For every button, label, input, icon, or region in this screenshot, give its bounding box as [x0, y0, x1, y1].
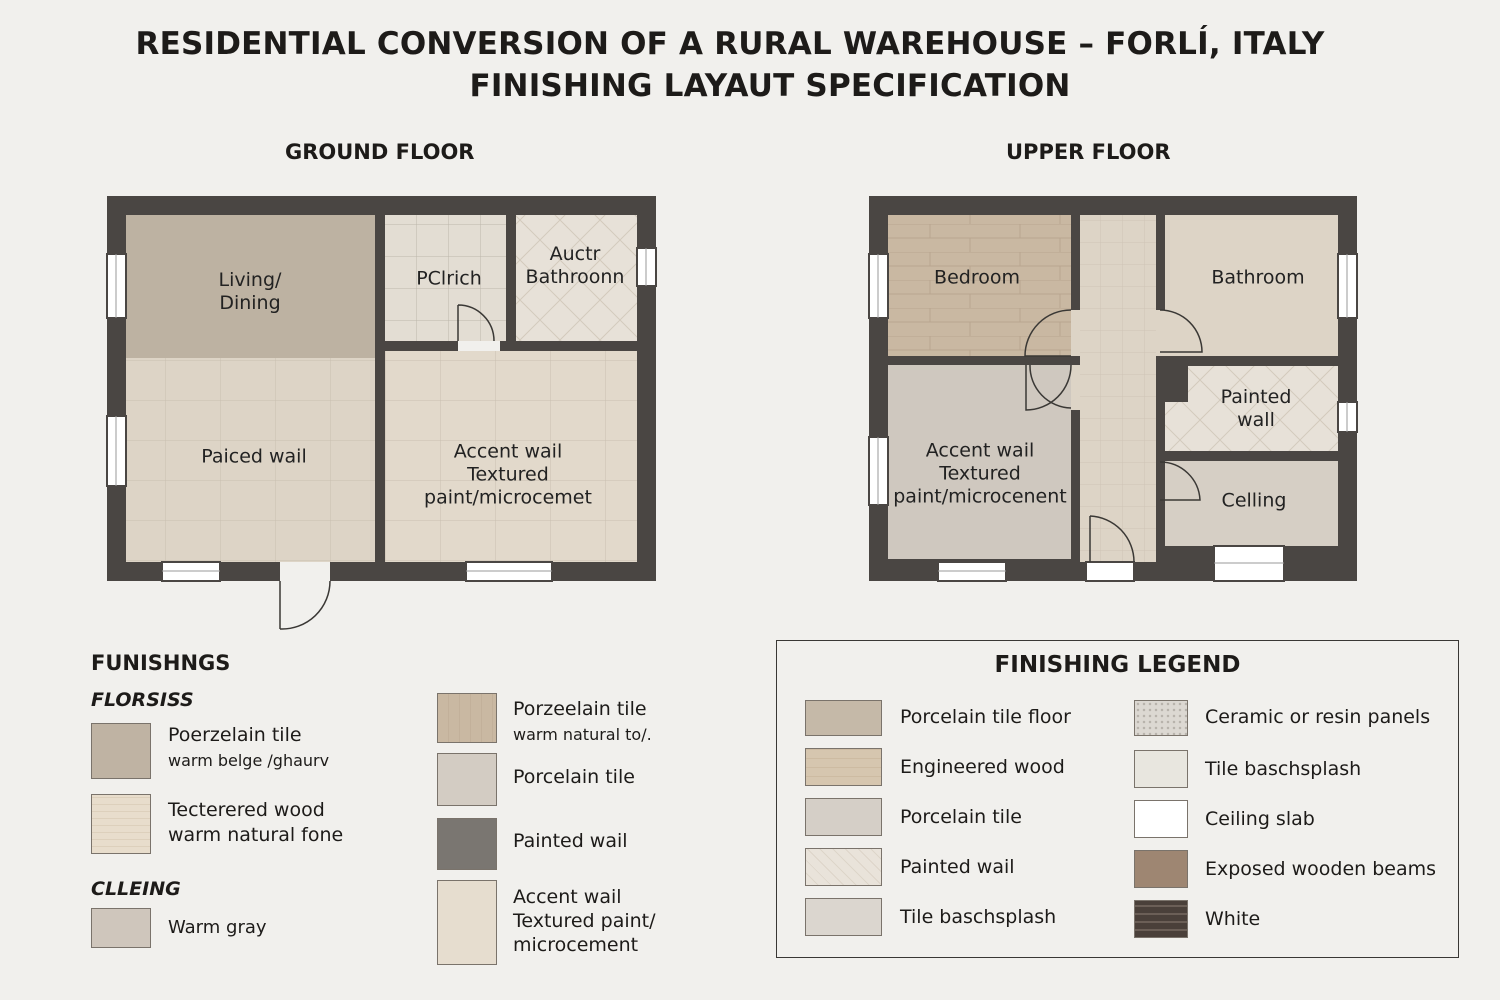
legend-swatch-painted-wall [805, 848, 882, 886]
swatch-painted-wall [437, 818, 497, 870]
swatch-porcelain-tile [437, 753, 497, 806]
finish-item-2: Tecterered wood warm natural fone [168, 799, 344, 846]
finish-item-3: Warm gray [168, 917, 267, 938]
legend-swatch-tile-backsplash-2 [1134, 750, 1188, 788]
finishings-heading: FUNISHNGS [91, 651, 231, 675]
title-line-1: RESIDENTIAL CONVERSION OF A RURAL WAREHO… [135, 26, 1325, 62]
page-subtitle: FINISHING LAYAUT SPECIFICATION [60, 68, 1480, 104]
legend-right-1: Ceramic or resin panels [1205, 706, 1431, 728]
swatch-accent-wall [437, 880, 497, 965]
legend-right-4: Exposed wooden beams [1205, 858, 1437, 880]
uf-window-bottom-2 [1085, 561, 1135, 582]
swatch-wood-natural [91, 794, 151, 854]
legend-left-3: Porcelain tile [900, 806, 1022, 828]
uf-ceiling-label: Celling [1221, 489, 1287, 512]
upper-floor-title: UPPER FLOOR [1006, 140, 1171, 164]
gf-living-label: Living/ Dining [218, 269, 282, 314]
uf-accent-door [1029, 364, 1072, 409]
gf-aux-bath-label: Auctr Bathroonn [525, 243, 625, 288]
legend-swatch-wooden-beams [1134, 850, 1188, 888]
swatch-porcelain-beige [91, 723, 151, 779]
gf-accent-label: Accent wail Textured paint/microcemet [424, 440, 592, 509]
ground-floor-title: GROUND FLOOR [285, 140, 475, 164]
legend-swatch-tile-backsplash [805, 898, 882, 936]
legend-swatch-engineered-wood [805, 748, 882, 786]
legend-swatch-porcelain-floor [805, 700, 882, 736]
legend-swatch-white [1134, 900, 1188, 938]
uf-ceiling-room [1165, 461, 1338, 546]
uf-accent-room [888, 365, 1071, 559]
legend-left-1: Porcelain tile floor [900, 706, 1071, 728]
page-title: RESIDENTIAL CONVERSION OF A RURAL WAREHO… [0, 26, 1460, 62]
uf-bathroom [1165, 215, 1338, 356]
gf-porch-label: PClrich [416, 267, 482, 290]
ground-floor-plan [106, 196, 657, 630]
finishing-legend-title: FINISHING LEGEND [994, 652, 1241, 678]
legend-left-5: Tile baschsplash [900, 906, 1057, 928]
upper-floor-plan [868, 196, 1358, 582]
finish-item-7: Accent wail Textured paint/ microcement [513, 886, 656, 956]
swatch-warm-gray [91, 908, 151, 948]
finishing-legend-box [776, 640, 1459, 958]
gf-entrance-door [279, 580, 331, 630]
uf-corridor-door [1089, 515, 1135, 563]
finish-item-5: Porcelain tile [513, 766, 635, 788]
legend-right-3: Ceiling slab [1205, 808, 1315, 830]
uf-ceiling-door [1159, 461, 1201, 501]
uf-bathroom-door [1159, 309, 1203, 353]
uf-bedroom-label: Bedroom [934, 266, 1020, 289]
gf-porch-door [457, 304, 495, 342]
swatch-porcelain-natural [437, 693, 497, 743]
finish-item-6: Painted wail [513, 830, 628, 852]
legend-left-4: Painted wail [900, 856, 1015, 878]
legend-right-5: White [1205, 908, 1261, 930]
legend-swatch-ceramic-panels [1134, 700, 1188, 736]
title-line-2: FINISHING LAYAUT SPECIFICATION [469, 68, 1071, 104]
uf-bathroom-label: Bathroom [1211, 266, 1305, 289]
uf-bedroom-door [1024, 309, 1072, 357]
floors-subheading: FLORSISS [91, 689, 194, 711]
gf-paiced-label: Paiced wail [201, 445, 307, 468]
legend-swatch-porcelain-tile [805, 798, 882, 836]
finish-item-4: Porzeelain tile warm natural to/. [513, 698, 652, 744]
legend-right-2: Tile baschsplash [1205, 758, 1362, 780]
uf-painted-label: Painted wall [1220, 386, 1292, 431]
uf-accent-label: Accent wail Textured paint/microcenent [893, 439, 1067, 508]
gf-living-room [126, 215, 375, 358]
legend-left-2: Engineered wood [900, 756, 1065, 778]
ceiling-subheading: CLLEING [91, 878, 181, 900]
finish-item-1: Poerzelain tile warm belge /ghaurv [168, 724, 330, 770]
legend-swatch-ceiling-slab [1134, 800, 1188, 838]
